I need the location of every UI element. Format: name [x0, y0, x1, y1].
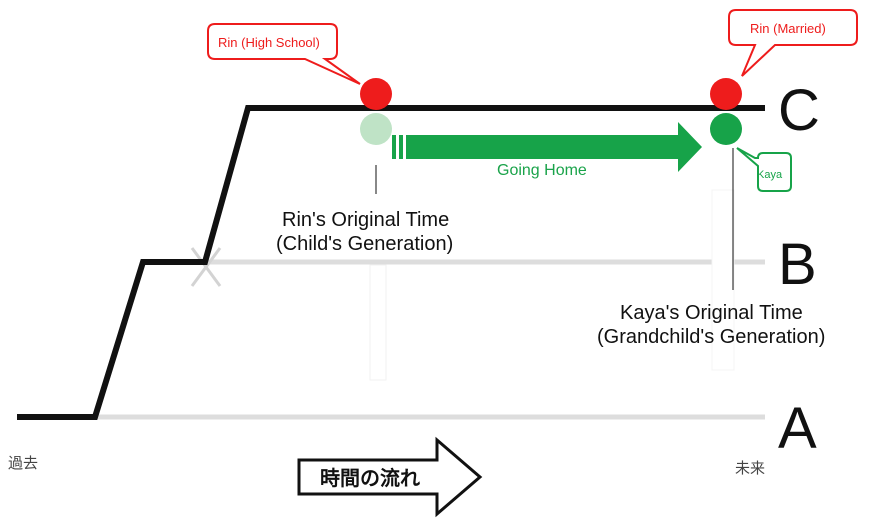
kaya-origin-note-line1: Kaya's Original Time	[620, 302, 803, 324]
kaya-origin-note-line2: (Grandchild's Generation)	[597, 326, 825, 348]
kaya-origin-dot	[360, 113, 392, 145]
kaya-dot	[710, 113, 742, 145]
timeline-label-b: B	[778, 232, 817, 297]
cross-mark	[190, 247, 222, 287]
rin-origin-note-line1: Rin's Original Time	[282, 209, 449, 231]
rin-high-school-callout: Rin (High School)	[207, 23, 361, 85]
rin-origin-note-line2: (Child's Generation)	[276, 233, 453, 255]
faint-marker-left	[369, 264, 387, 381]
timeline-label-a: A	[778, 396, 817, 461]
time-flow-label: 時間の流れ	[320, 466, 420, 490]
going-home-arrow	[392, 122, 702, 172]
rin-high-school-dot	[360, 78, 392, 110]
past-label: 過去	[8, 454, 38, 472]
future-label: 未来	[735, 459, 765, 477]
going-home-label: Going Home	[497, 162, 587, 179]
kaya-text: Kaya	[757, 169, 783, 181]
rin-married-text: Rin (Married)	[750, 21, 826, 36]
kaya-callout: Kaya	[736, 147, 792, 192]
rin-married-callout: Rin (Married)	[728, 9, 858, 77]
rin-married-dot	[710, 78, 742, 110]
rin-high-school-text: Rin (High School)	[218, 35, 320, 50]
faint-marker-right	[711, 189, 735, 371]
time-flow-arrow: 時間の流れ	[297, 436, 483, 518]
history-path	[17, 105, 765, 420]
timeline-label-c: C	[778, 78, 820, 143]
